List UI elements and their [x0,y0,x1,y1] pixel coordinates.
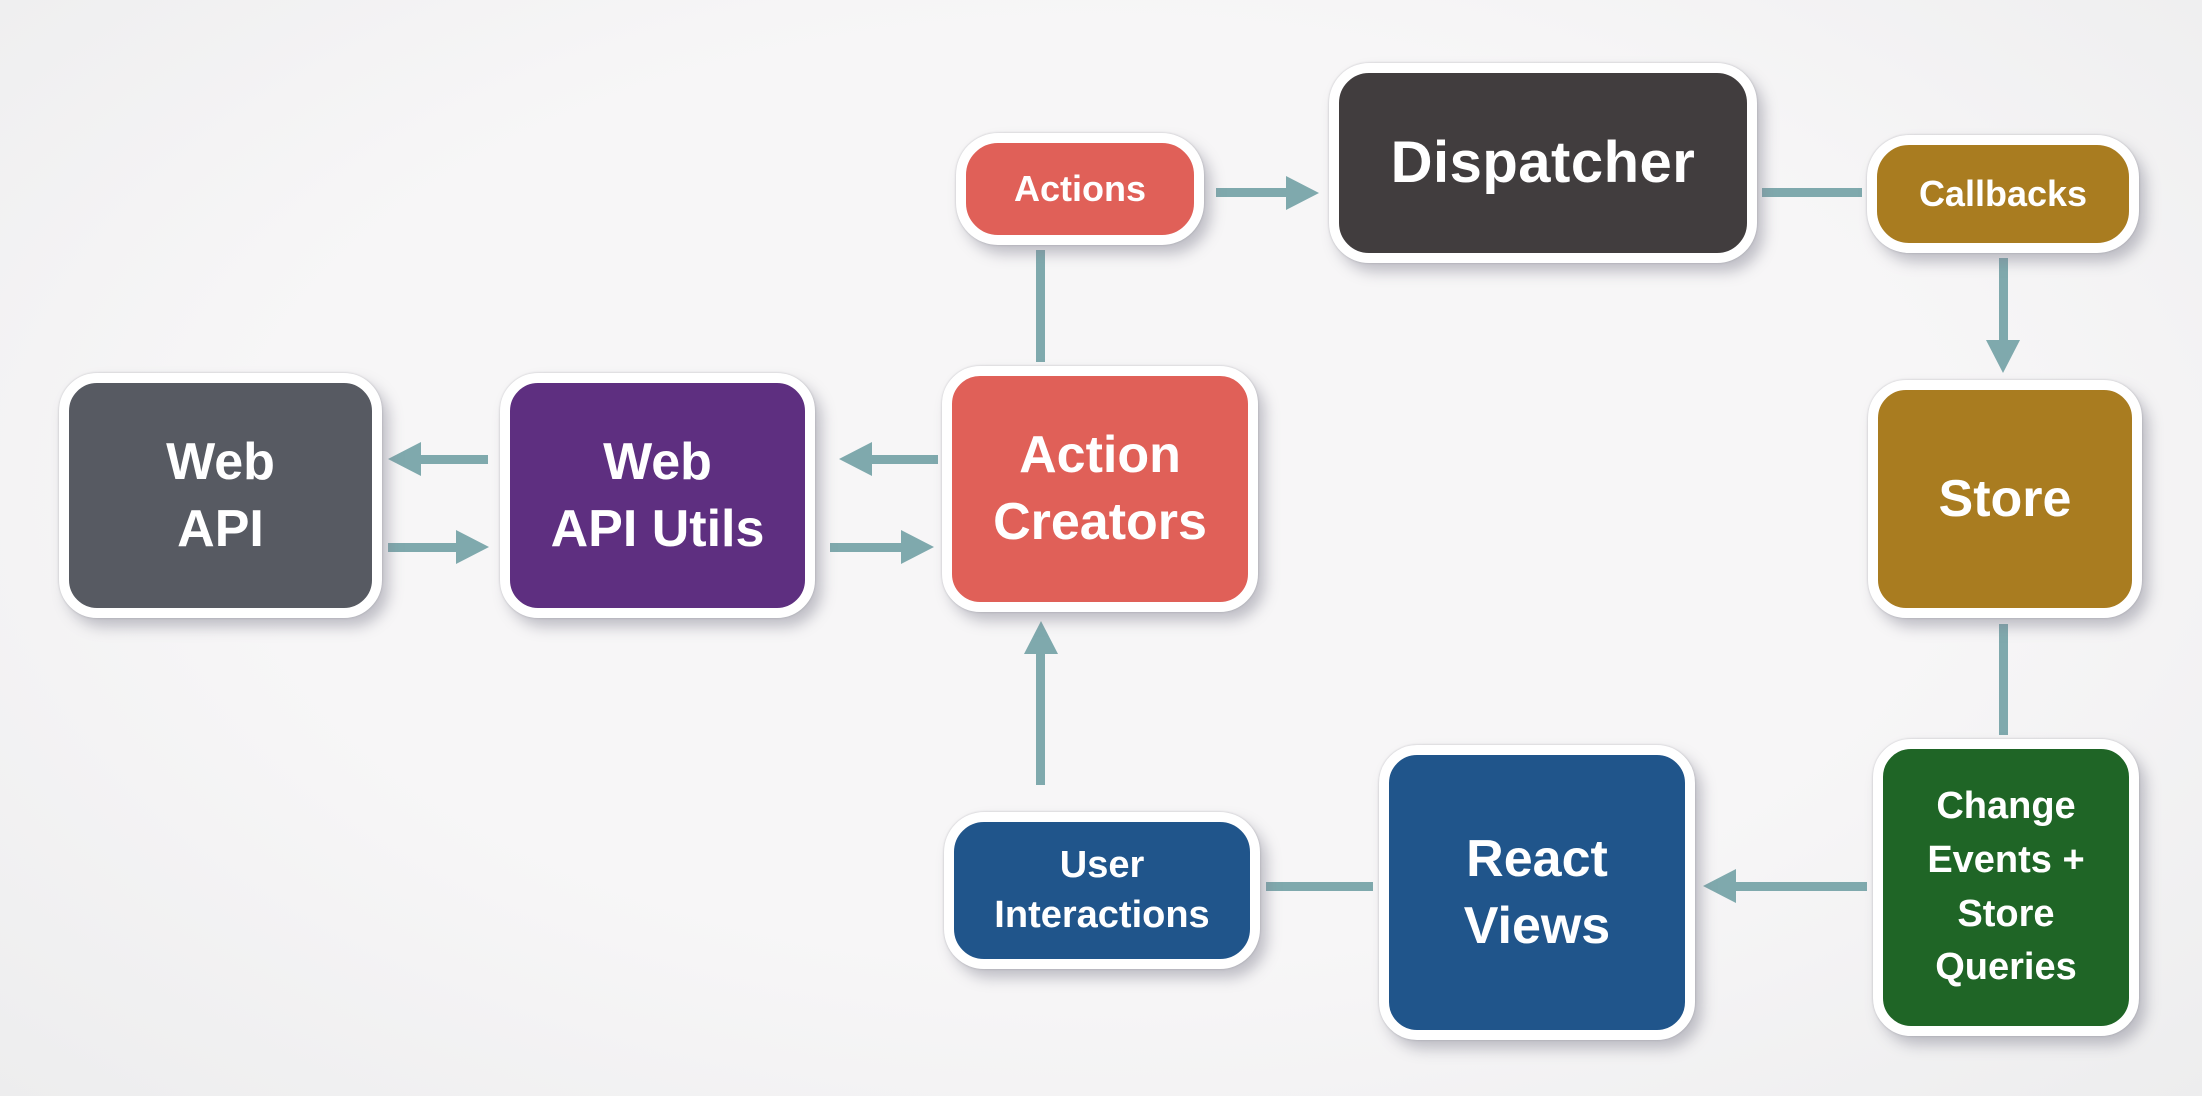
arrow-callbacks-to-store-line [1999,258,2008,342]
node-callbacks: Callbacks [1867,135,2139,253]
node-actions: Actions [956,133,1204,245]
arrowhead-left-icon [1703,869,1736,903]
arrowhead-up-icon [1024,621,1058,654]
node-action-creators: Action Creators [942,366,1258,612]
node-label-line: Change [1936,784,2076,827]
arrowhead-left-icon [839,442,872,476]
line-store-to-change-events [1999,624,2008,735]
arrow-user-interactions-to-action-creators-line [1036,650,1045,785]
node-label-line: Creators [993,493,1207,551]
node-web-api-utils: Web API Utils [500,373,815,618]
arrowhead-right-icon [1286,176,1319,210]
arrow-change-events-to-react-views-line [1735,882,1867,891]
node-label-line: Interactions [994,893,1210,936]
node-label-line: Dispatcher [1390,130,1696,196]
node-label-line: Web [603,432,712,491]
node-store: Store [1868,380,2142,618]
line-action-creators-to-actions [1036,250,1045,362]
node-label-line: Store [1938,469,2072,528]
node-change-events: Change Events + Store Queries [1873,739,2139,1036]
arrow-web-api-to-web-api-utils-line [388,543,458,552]
node-label-line: Action [1019,426,1181,485]
node-label-line: Views [1463,896,1611,955]
node-label-line: Events + [1927,838,2085,881]
arrowhead-down-icon [1986,340,2020,373]
arrow-actions-to-dispatcher-line [1216,188,1288,197]
node-user-interactions: User Interactions [944,812,1260,969]
node-dispatcher: Dispatcher [1329,63,1757,263]
line-react-views-to-user-interactions [1266,882,1373,891]
line-dispatcher-to-callbacks [1762,188,1862,197]
node-label-line: API Utils [550,499,765,558]
arrow-web-api-utils-to-web-api-line [420,455,488,464]
arrowhead-left-icon [388,442,421,476]
node-react-views: React Views [1379,745,1695,1040]
node-label-line: Web [166,432,275,491]
arrow-action-creators-to-web-api-utils-line [871,455,938,464]
node-label-line: Callbacks [1918,173,2088,215]
node-label-line: Actions [1013,168,1146,210]
arrow-web-api-utils-to-action-creators-line [830,543,903,552]
node-label-line: React [1466,829,1608,888]
node-label-line: Queries [1935,946,2077,989]
node-label-line: User [1059,844,1145,887]
arrowhead-right-icon [901,530,934,564]
node-label-line: API [177,499,264,558]
arrowhead-right-icon [456,530,489,564]
node-web-api: Web API [59,373,382,618]
node-label-line: Store [1957,892,2055,935]
